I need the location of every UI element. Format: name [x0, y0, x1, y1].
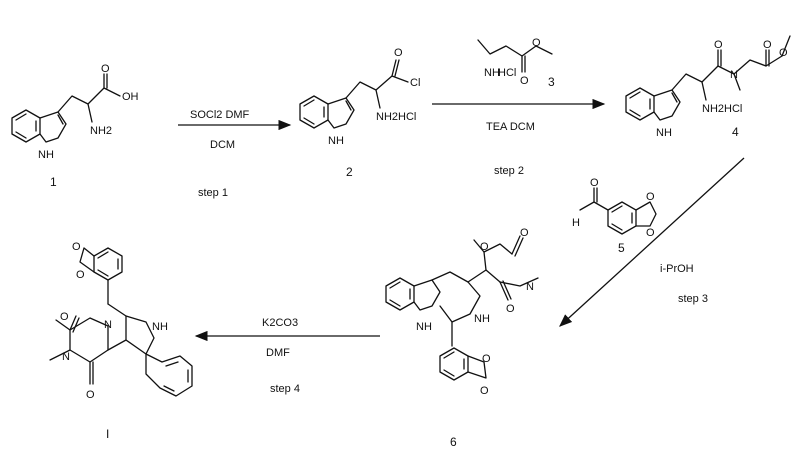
compound-5-number: 5: [618, 241, 625, 255]
cI-o-carbonyl-top: O: [60, 311, 69, 323]
step3-arrow: [559, 157, 745, 327]
step3-arrow-group: i-PrOH step 3: [559, 157, 745, 327]
compound-I-number: I: [106, 427, 109, 441]
compound-6: O O O N NH NH O O 6: [385, 227, 539, 449]
cI-nh: NH: [152, 321, 168, 333]
step2-label: step 2: [494, 165, 524, 177]
c4-n: N: [730, 69, 738, 81]
c5-o-aldehyde: O: [590, 177, 599, 189]
c5-o-dioxole-1: O: [646, 191, 655, 203]
step4-reagent-below: DMF: [266, 347, 290, 359]
compound-3-number: 3: [548, 75, 555, 89]
step1-label: step 1: [198, 187, 228, 199]
c4-o-ester: O: [779, 47, 788, 59]
c4-nh2hcl: NH2HCl: [702, 103, 742, 115]
c6-nh-ring: NH: [474, 313, 490, 325]
compound-2-number: 2: [346, 165, 353, 179]
c5-h: H: [572, 217, 580, 229]
step2-reagent-below: TEA DCM: [486, 121, 535, 133]
c4-o-amide: O: [714, 39, 723, 51]
compound-6-number: 6: [450, 435, 457, 449]
c2-cl: Cl: [410, 77, 420, 89]
c6-o-carbonyl-top: O: [520, 227, 529, 239]
cI-n-1: N: [104, 319, 112, 331]
cI-o-dioxole-2: O: [76, 269, 85, 281]
c6-n-amide: N: [526, 281, 534, 293]
c3-o-carbonyl: O: [520, 75, 529, 87]
step1-arrow-group: SOCl2 DMF DCM step 1: [178, 109, 292, 199]
step4-reagent-above: K2CO3: [262, 317, 298, 329]
c5-o-dioxole-2: O: [646, 227, 655, 239]
cI-n-2: N: [62, 351, 70, 363]
c6-o-methoxy: O: [480, 241, 489, 253]
step1-reagent-above: SOCl2 DMF: [190, 109, 250, 121]
c6-o-amide: O: [506, 303, 515, 315]
c3-nh: NH: [484, 67, 500, 79]
compound-1: OH O NH2 NH 1: [11, 63, 139, 189]
step4-label: step 4: [270, 383, 300, 395]
c1-nh: NH: [38, 149, 54, 161]
compound-1-number: 1: [50, 175, 57, 189]
step4-arrow-group: K2CO3 DMF step 4: [194, 317, 380, 395]
step2-arrow-group: TEA DCM step 2: [432, 98, 606, 177]
c2-nh: NH: [328, 135, 344, 147]
c1-nh2: NH2: [90, 125, 112, 137]
compound-I: O O O O N N NH I: [49, 241, 193, 441]
compound-3: NH HCl O O 3: [477, 37, 555, 89]
c6-nh-indole: NH: [416, 321, 432, 333]
c1-oh: OH: [122, 91, 139, 103]
c4-o-ester-carbonyl: O: [763, 39, 772, 51]
compound-2: Cl O NH2HCl NH 2: [299, 47, 420, 179]
c6-o-dioxole-1: O: [482, 353, 491, 365]
c6-o-dioxole-2: O: [480, 385, 489, 397]
c4-nh: NH: [656, 127, 672, 139]
c1-o: O: [101, 63, 110, 75]
cI-o-dioxole-1: O: [72, 241, 81, 253]
compound-4: O O O N NH2HCl NH 4: [625, 35, 791, 139]
compound-4-number: 4: [732, 125, 739, 139]
step1-reagent-below: DCM: [210, 139, 235, 151]
c3-o-ester: O: [532, 37, 541, 49]
compound-5: O H O O 5: [572, 177, 657, 255]
c2-o: O: [394, 47, 403, 59]
c2-nh2hcl: NH2HCl: [376, 111, 416, 123]
step3-label: step 3: [678, 293, 708, 305]
step3-reagent-below: i-PrOH: [660, 263, 694, 275]
cI-o-carbonyl-bottom: O: [86, 389, 95, 401]
c3-hcl: HCl: [498, 67, 516, 79]
